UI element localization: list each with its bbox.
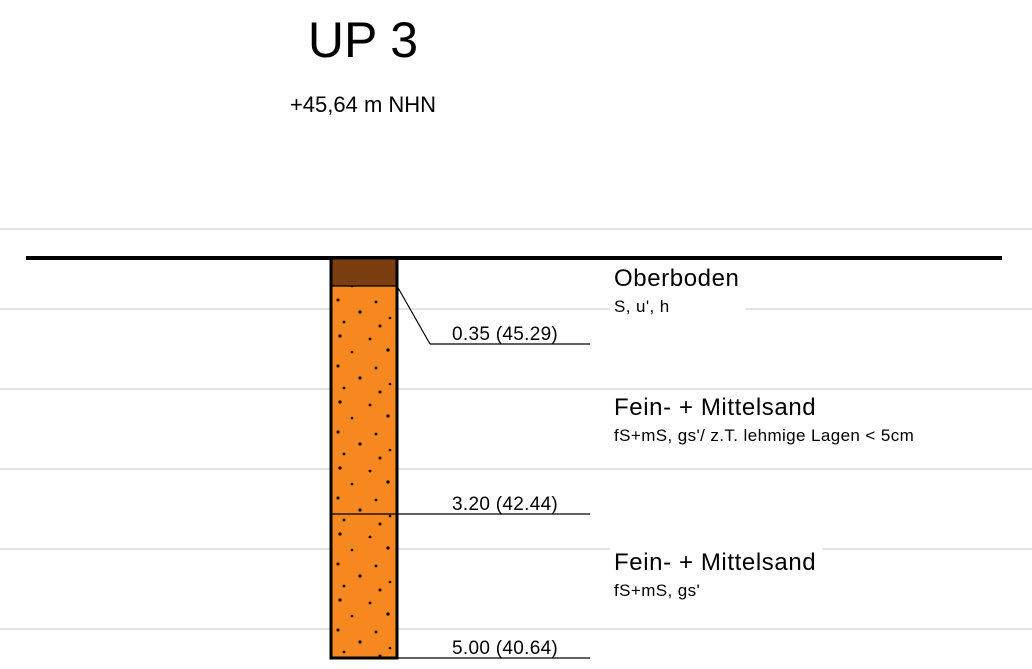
layer-name: Fein- + Mittelsand <box>614 549 816 576</box>
layer-fill <box>331 258 397 286</box>
depth-marks: 0.35 (45.29) 3.20 (42.44) 5.00 (40.64) <box>396 285 590 659</box>
depth-label: 3.20 (42.44) <box>452 494 558 515</box>
depth-leader <box>396 285 431 345</box>
layer-labels: Oberboden S, u', h Fein- + Mittelsand fS+mS… <box>614 265 914 600</box>
borehole-outline <box>329 256 399 660</box>
layer-fill <box>331 286 397 514</box>
profile-title: UP 3 <box>307 12 419 68</box>
layer-name: Fein- + Mittelsand <box>614 394 816 421</box>
layer-description: fS+mS, gs' <box>614 581 700 600</box>
depth-label: 0.35 (45.29) <box>452 324 558 345</box>
surface-elevation: +45,64 m NHN <box>289 92 437 117</box>
layer-name: Oberboden <box>614 265 740 292</box>
label-background <box>610 264 746 318</box>
depth-label: 5.00 (40.64) <box>452 638 558 659</box>
borehole-column <box>331 258 397 658</box>
layer-description: fS+mS, gs'/ z.T. lehmige Lagen < 5cm <box>614 426 914 445</box>
layer-fill <box>331 514 397 658</box>
label-background <box>610 393 921 447</box>
layer-description: S, u', h <box>614 297 670 316</box>
grid-lines <box>0 228 1032 630</box>
label-background <box>610 548 823 602</box>
label-backgrounds <box>610 264 921 602</box>
